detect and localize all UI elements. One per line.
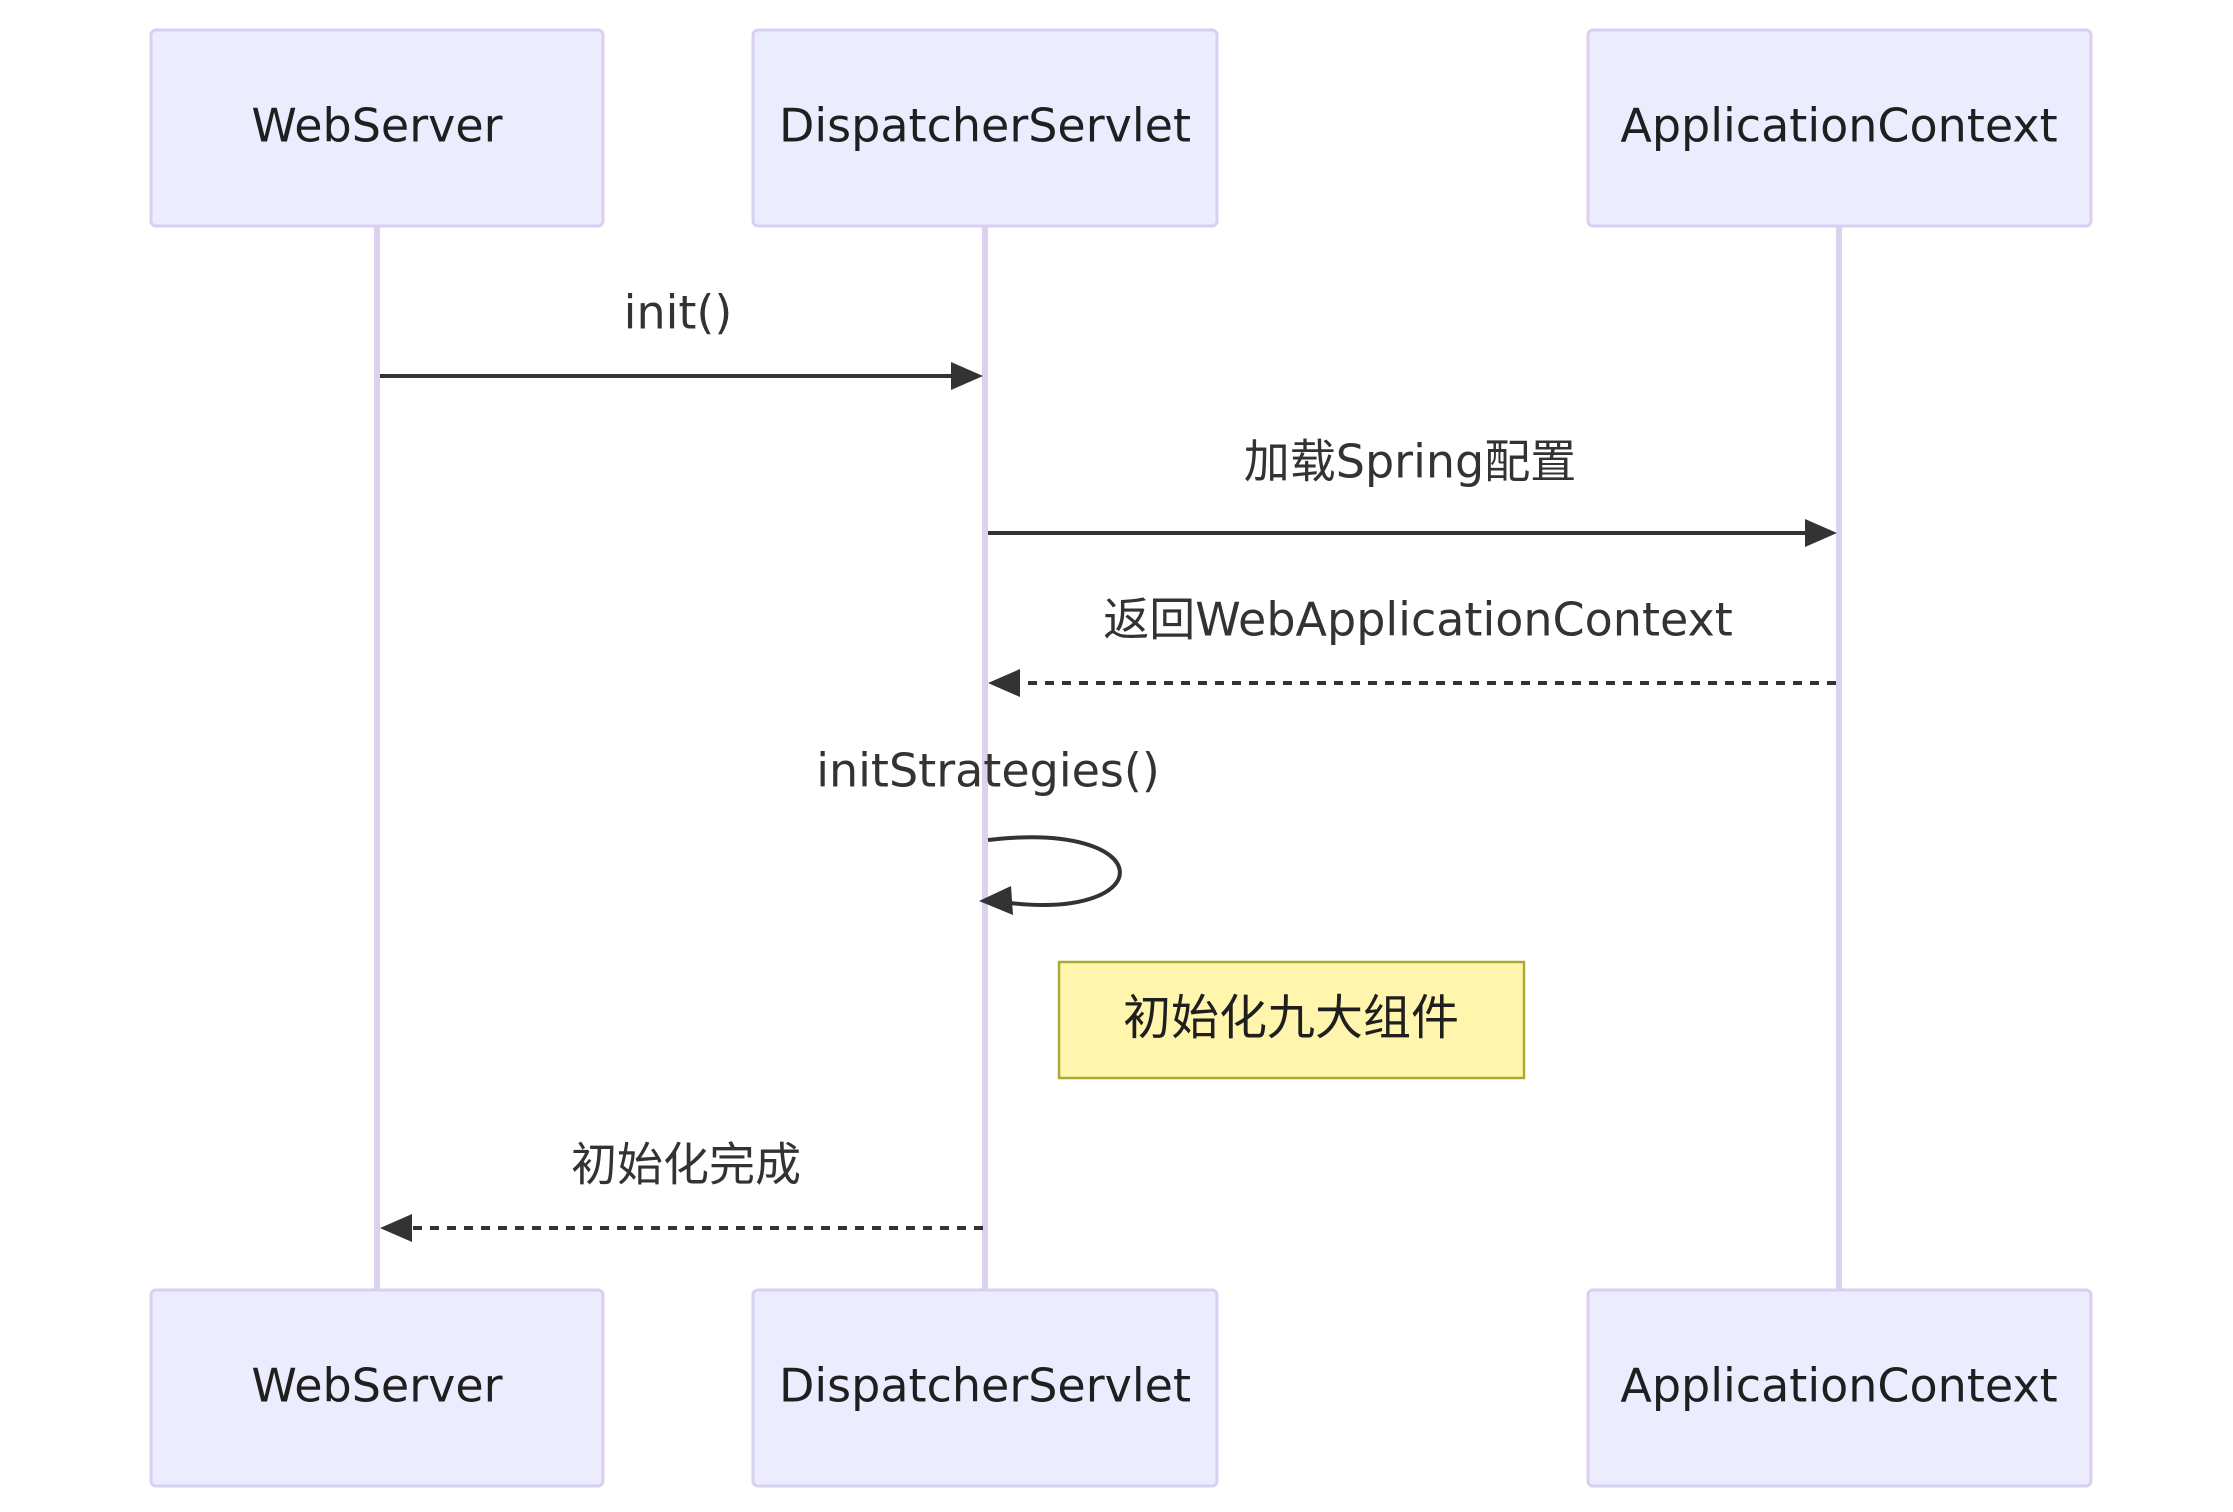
- actor-top-dispatcherservlet: DispatcherServlet: [751, 28, 1219, 228]
- actor-label: DispatcherServlet: [779, 1359, 1191, 1413]
- arrowhead-icon: [380, 1214, 412, 1242]
- message-label: 返回WebApplicationContext: [1103, 593, 1733, 647]
- message-label: 加载Spring配置: [1244, 435, 1576, 489]
- actor-box: [149, 1288, 605, 1488]
- actor-box: [1586, 1288, 2093, 1488]
- message-init-complete: 初始化完成: [380, 1138, 983, 1242]
- actor-box: [1586, 28, 2093, 228]
- actor-label: ApplicationContext: [1620, 99, 2057, 153]
- actor-bottom-applicationcontext: ApplicationContext: [1586, 1288, 2093, 1488]
- arrowhead-icon: [988, 669, 1020, 697]
- message-initstrategies: initStrategies(): [816, 744, 1160, 915]
- arrowhead-icon: [951, 362, 983, 390]
- actor-box: [751, 1288, 1219, 1488]
- actor-label: WebServer: [251, 99, 502, 153]
- note-box: [1057, 960, 1526, 1080]
- actor-bottom-dispatcherservlet: DispatcherServlet: [751, 1288, 1219, 1488]
- actor-box: [751, 28, 1219, 228]
- message-load-spring-config: 加载Spring配置: [988, 435, 1837, 547]
- actor-label: ApplicationContext: [1620, 1359, 2057, 1413]
- actor-top-webserver: WebServer: [149, 28, 605, 228]
- actor-label: DispatcherServlet: [779, 99, 1191, 153]
- actor-box: [149, 28, 605, 228]
- arrowhead-icon: [1805, 519, 1837, 547]
- message-label: 初始化完成: [571, 1138, 801, 1192]
- note-init-components: 初始化九大组件: [1057, 960, 1526, 1080]
- message-init: init(): [380, 286, 983, 390]
- message-label: init(): [624, 286, 733, 340]
- actor-bottom-webserver: WebServer: [149, 1288, 605, 1488]
- arrowhead-icon: [979, 886, 1013, 915]
- message-return-webapplicationcontext: 返回WebApplicationContext: [988, 593, 1836, 697]
- actor-label: WebServer: [251, 1359, 502, 1413]
- actor-top-applicationcontext: ApplicationContext: [1586, 28, 2093, 228]
- message-label: initStrategies(): [816, 744, 1160, 798]
- note-text: 初始化九大组件: [1123, 990, 1459, 1046]
- self-call-loop: [987, 835, 1122, 907]
